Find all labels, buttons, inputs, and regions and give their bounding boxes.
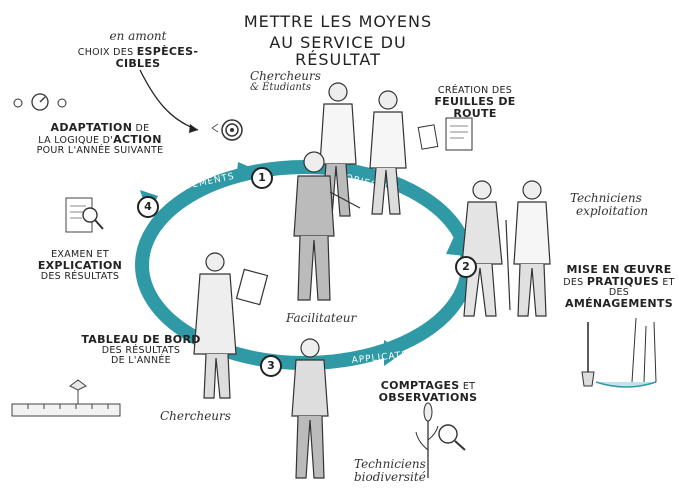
technician-bio-figure: [291, 338, 329, 479]
technicians-bio-label: Techniciens biodiversité: [354, 457, 426, 484]
upstream-line-1: en amont: [109, 29, 167, 43]
counts-label: Comptages et observations: [378, 379, 478, 404]
researcher-figure-2: [369, 90, 407, 215]
arrow-head-3: [384, 340, 404, 366]
roadmaps-label: Création des feuilles de route: [434, 85, 516, 120]
researchers-label: Chercheurs: [160, 409, 231, 423]
step-3-badge: 3: [260, 355, 282, 377]
researcher-clipboard-figure: [193, 252, 269, 399]
dial-icon: [13, 93, 67, 111]
step-4-badge: 4: [137, 196, 159, 218]
plant-magnifier-icon: [415, 402, 466, 478]
title-line-1: METTRE LES MOYENS: [243, 12, 433, 31]
target-icon: [211, 119, 243, 141]
technician-farm-figure-2: [505, 180, 551, 317]
shovel-water-icon: [581, 317, 657, 388]
step-1-badge: 1: [251, 167, 273, 189]
review-label: Examen et explication des résultats: [37, 249, 123, 282]
ruler-icon: [11, 379, 121, 417]
title-line-2: AU SERVICE DU RÉSULTAT: [269, 32, 407, 69]
step-2-badge: 2: [455, 256, 477, 278]
technician-farm-figure-1: [461, 180, 503, 317]
dashboard-label: Tableau de bord des résultats de l'année: [81, 333, 201, 366]
page-title: METTRE LES MOYENS AU SERVICE DU RÉSULTAT: [228, 12, 448, 69]
facilitator-figure: [293, 151, 361, 301]
researchers-students-label: Chercheurs & Étudiants: [250, 69, 321, 93]
arrow-head-1: [236, 162, 262, 182]
clipboard-icon: [417, 117, 473, 151]
adaptation-label: Adaptation de la logique d'action pour l…: [36, 121, 164, 156]
upstream-arrow: [139, 69, 199, 131]
facilitator-label: Facilitateur: [286, 311, 357, 325]
magnifier-document-icon: [65, 197, 104, 233]
arrow-head-2: [446, 232, 466, 256]
upstream-line-2: choix des espèces-cibles: [77, 44, 199, 70]
upstream-label: en amont choix des espèces-cibles: [58, 30, 218, 70]
implementation-label: Mise en œuvre des pratiques et des aména…: [563, 263, 675, 310]
technicians-farm-label: Techniciens exploitation: [570, 191, 649, 218]
